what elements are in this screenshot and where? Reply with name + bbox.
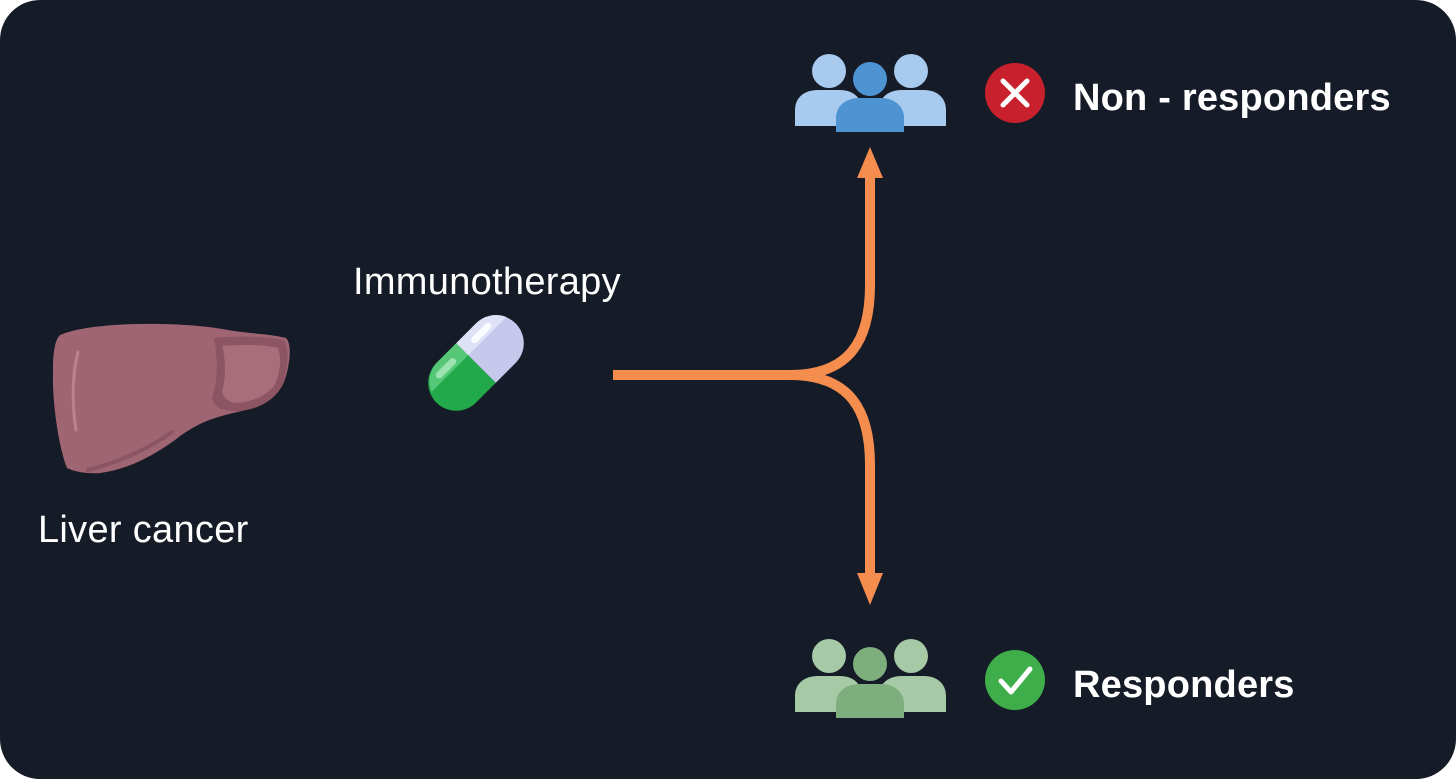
check-mark-icon: [985, 650, 1045, 710]
branching-arrow: [613, 175, 875, 578]
people-group-icon: [795, 639, 946, 718]
treatment-label: Immunotherapy: [353, 261, 621, 303]
arrowhead-up: [857, 147, 883, 178]
capsule-icon: [428, 315, 524, 411]
responders-label: Responders: [1073, 664, 1295, 706]
x-mark-icon: [985, 63, 1045, 123]
arrowhead-down: [857, 573, 883, 605]
people-group-icon: [795, 54, 946, 132]
non-responders-label: Non - responders: [1073, 77, 1391, 119]
source-label: Liver cancer: [38, 509, 249, 551]
liver-icon: [52, 323, 290, 474]
